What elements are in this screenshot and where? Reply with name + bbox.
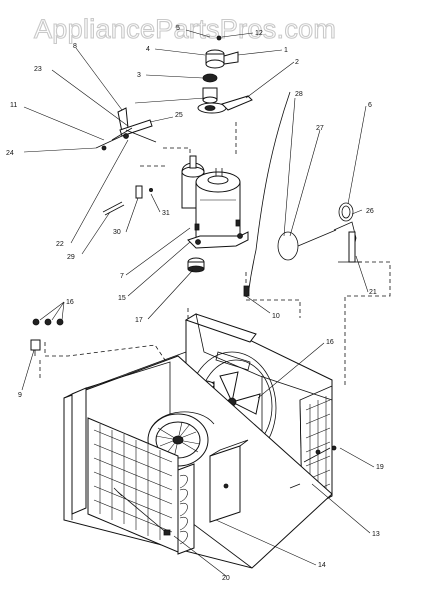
callout-11: 11 <box>10 102 17 109</box>
callout-26: 26 <box>366 208 374 215</box>
callout-22: 22 <box>56 241 64 248</box>
base-unit-assembly <box>63 313 337 569</box>
callout-27: 27 <box>316 125 324 132</box>
callout-5: 5 <box>176 25 180 32</box>
part-callouts: 5 12 4 1 2 3 8 23 11 25 24 28 27 6 26 31… <box>6 25 384 582</box>
callout-23: 23 <box>34 66 42 73</box>
watermark-text: AppliancePartsPros.com <box>34 14 336 44</box>
compressor <box>181 155 249 273</box>
callout-28: 28 <box>295 91 303 98</box>
callout-4: 4 <box>146 46 150 53</box>
callout-13: 13 <box>372 531 380 538</box>
leader-lines <box>21 29 375 577</box>
callout-8: 8 <box>73 43 77 50</box>
callout-20: 20 <box>222 575 230 582</box>
callout-9: 9 <box>18 392 22 399</box>
callout-25: 25 <box>175 112 183 119</box>
callout-2: 2 <box>295 59 299 66</box>
callout-31: 31 <box>162 210 170 217</box>
callout-18: 16 <box>66 299 74 306</box>
drain-fittings <box>30 318 64 356</box>
callout-14: 14 <box>318 562 326 569</box>
callout-12: 12 <box>255 30 263 37</box>
refrigerant-tubing <box>243 91 337 297</box>
callout-6: 6 <box>368 102 372 109</box>
callout-29: 29 <box>67 254 75 261</box>
callout-21: 21 <box>369 289 377 296</box>
callout-7: 7 <box>120 273 124 280</box>
callout-10: 10 <box>272 313 280 320</box>
callout-3: 3 <box>137 72 141 79</box>
callout-30: 30 <box>113 229 121 236</box>
callout-15: 15 <box>118 295 126 302</box>
callout-17: 17 <box>135 317 143 324</box>
callout-16: 16 <box>326 339 334 346</box>
callout-1: 1 <box>284 47 288 54</box>
evaporator-coil <box>87 417 195 555</box>
overload-protector-stack <box>197 35 253 114</box>
callout-19: 19 <box>376 464 384 471</box>
terminal-parts <box>102 185 153 216</box>
mounting-bracket-assembly <box>95 107 157 151</box>
callout-24: 24 <box>6 150 14 157</box>
